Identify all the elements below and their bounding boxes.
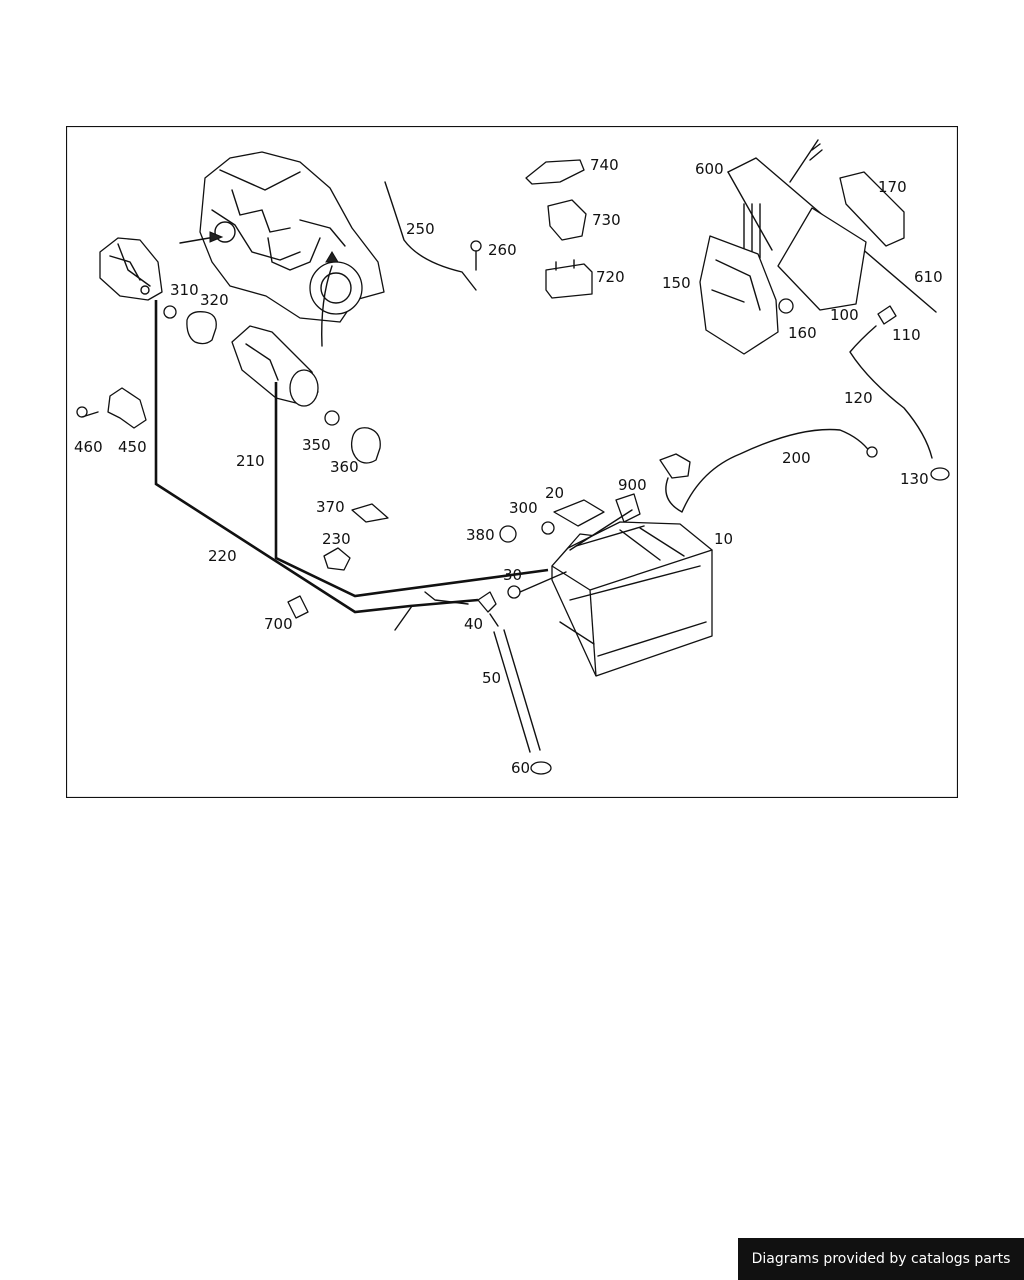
- bushing-360: [350, 427, 381, 464]
- parts-diagram: 740 600 170 730 250 260 720 610 150 310 …: [65, 125, 959, 799]
- battery-720: [545, 263, 593, 299]
- label-130: 130: [900, 470, 929, 488]
- label-20: 20: [545, 484, 564, 502]
- label-30: 30: [503, 566, 522, 584]
- label-100: 100: [830, 306, 859, 324]
- main-battery-10: [551, 521, 713, 677]
- label-450: 450: [118, 438, 147, 456]
- bushing-320: [186, 311, 217, 345]
- nut-310: [163, 305, 177, 319]
- label-60: 60: [511, 759, 530, 777]
- label-10: 10: [714, 530, 733, 548]
- ground-strap-250: [384, 181, 477, 291]
- label-700: 700: [264, 615, 293, 633]
- label-40: 40: [464, 615, 483, 633]
- bolt-460: [76, 406, 99, 418]
- label-220: 220: [208, 547, 237, 565]
- label-250: 250: [406, 220, 435, 238]
- label-380: 380: [466, 526, 495, 544]
- tray-150: [699, 235, 779, 355]
- label-370: 370: [316, 498, 345, 516]
- bracket-450: [107, 387, 147, 429]
- cable-200: [659, 428, 878, 513]
- cable-210: [274, 382, 549, 605]
- label-360: 360: [330, 458, 359, 476]
- bracket-370: [351, 503, 389, 523]
- label-170: 170: [878, 178, 907, 196]
- label-900: 900: [618, 476, 647, 494]
- part-labels: 740 600 170 730 250 260 720 610 150 310 …: [74, 156, 943, 777]
- label-230: 230: [322, 530, 351, 548]
- credit-banner: Diagrams provided by catalogs parts: [738, 1238, 1024, 1280]
- label-150: 150: [662, 274, 691, 292]
- cable-220: [154, 300, 479, 631]
- plate-20: [553, 499, 605, 527]
- nut-160: [778, 298, 794, 314]
- part-740: [525, 159, 585, 185]
- hose-120: [849, 325, 933, 459]
- starter-motor: [231, 325, 319, 407]
- label-200: 200: [782, 449, 811, 467]
- module-730: [547, 199, 587, 241]
- label-310: 310: [170, 281, 199, 299]
- bolt-260: [470, 240, 482, 252]
- cover-170: [839, 171, 905, 247]
- plug-30: [507, 585, 521, 599]
- label-50: 50: [482, 669, 501, 687]
- nut-380: [499, 525, 517, 543]
- label-720: 720: [596, 268, 625, 286]
- label-260: 260: [488, 241, 517, 259]
- label-350: 350: [302, 436, 331, 454]
- cap-130: [930, 467, 950, 481]
- alternator: [99, 237, 163, 301]
- fitting-110: [877, 305, 897, 325]
- cap-60: [530, 761, 552, 775]
- label-600: 600: [695, 160, 724, 178]
- label-210: 210: [236, 452, 265, 470]
- label-160: 160: [788, 324, 817, 342]
- hose-50: [493, 629, 541, 753]
- engine-assembly: [179, 151, 385, 347]
- battery-100: [777, 207, 867, 311]
- part-900: [615, 493, 641, 523]
- label-320: 320: [200, 291, 229, 309]
- fitting-40: [477, 591, 497, 613]
- label-120: 120: [844, 389, 873, 407]
- label-460: 460: [74, 438, 103, 456]
- bolt-300: [541, 521, 555, 535]
- part-700: [287, 595, 309, 619]
- label-110: 110: [892, 326, 921, 344]
- nut-350: [324, 410, 340, 426]
- diagram-frame: 740 600 170 730 250 260 720 610 150 310 …: [65, 125, 959, 799]
- leader-600: [727, 139, 937, 313]
- label-740: 740: [590, 156, 619, 174]
- label-610: 610: [914, 268, 943, 286]
- label-730: 730: [592, 211, 621, 229]
- clip-230: [323, 547, 351, 571]
- label-300: 300: [509, 499, 538, 517]
